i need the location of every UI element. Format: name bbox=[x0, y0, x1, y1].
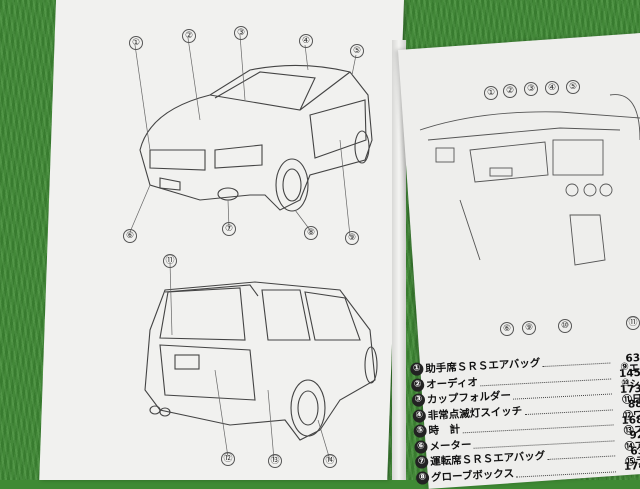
callout-12: ⑫ bbox=[221, 452, 235, 466]
book-spine bbox=[392, 40, 406, 480]
dash-callout-1: ① bbox=[484, 86, 498, 100]
callout-3: ③ bbox=[234, 26, 248, 40]
callout-9: ⑨ bbox=[345, 231, 359, 245]
rear-car-drawing bbox=[144, 281, 378, 441]
callout-4: ④ bbox=[299, 34, 313, 48]
callout-8: ⑧ bbox=[304, 226, 318, 240]
dash-callout-3: ③ bbox=[524, 82, 538, 96]
dash-callout-4: ④ bbox=[545, 81, 559, 95]
callout-11: ⑪ bbox=[163, 254, 177, 268]
callout-14: ⑭ bbox=[323, 454, 337, 468]
front-car-drawing bbox=[139, 64, 373, 212]
dash-callout-5: ⑤ bbox=[566, 80, 580, 94]
dash-callout-11: ⑪ bbox=[626, 316, 640, 330]
dash-callout-10: ⑩ bbox=[558, 319, 572, 333]
dash-callout-9: ⑨ bbox=[522, 321, 536, 335]
callout-13: ⑬ bbox=[268, 454, 282, 468]
callout-6: ⑥ bbox=[123, 229, 137, 243]
callout-2: ② bbox=[182, 29, 196, 43]
callout-1: ① bbox=[129, 36, 143, 50]
dash-callout-6: ⑥ bbox=[500, 322, 514, 336]
dashboard-drawing bbox=[419, 94, 640, 266]
callout-5: ⑤ bbox=[350, 44, 364, 58]
callout-7: ⑦ bbox=[222, 222, 236, 236]
dash-callout-2: ② bbox=[503, 84, 517, 98]
leader-lines bbox=[129, 34, 357, 461]
